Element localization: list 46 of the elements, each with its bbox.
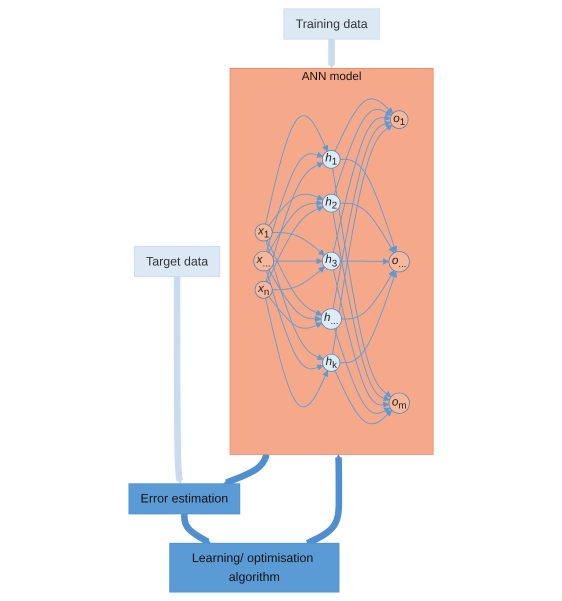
arrow (268, 200, 323, 253)
arrow (332, 168, 392, 398)
node-circle: h$_{1}$ (322, 150, 340, 169)
node-circle: h$_{...}$ (320, 308, 342, 330)
arrow (265, 115, 328, 224)
arrow (266, 270, 324, 371)
arrow (332, 269, 390, 408)
arrow (332, 120, 391, 310)
arrow (340, 202, 394, 254)
node-circle: h$_{k}$ (322, 354, 340, 372)
arrow (334, 98, 394, 152)
arrow (266, 152, 324, 252)
node-circle: o$_{1}$ (390, 110, 408, 129)
arrow (332, 114, 391, 253)
arrow (223, 453, 270, 486)
arrow (268, 194, 324, 226)
node-box: Learning/ optimisation algorithm (169, 542, 340, 592)
arrow (340, 158, 398, 252)
arrow (339, 271, 398, 364)
arrow (341, 270, 394, 320)
node-circle: h$_{2}$ (322, 194, 340, 212)
arrow (265, 298, 328, 408)
arrow (334, 328, 390, 414)
arrow (332, 124, 392, 355)
arrow (273, 258, 323, 264)
node-circle: h$_{3}$ (322, 252, 340, 270)
arrow (272, 266, 325, 290)
arrow (340, 258, 390, 265)
arrow (334, 370, 392, 424)
arrow (268, 269, 322, 322)
arrow (266, 240, 324, 360)
arrow (272, 232, 325, 256)
node-circle: o$_{m}$ (388, 392, 410, 414)
node-box: Training data (284, 8, 380, 40)
node-box: Target data (134, 246, 220, 277)
arrow (266, 206, 324, 282)
arrow (332, 212, 390, 402)
arrow (328, 38, 335, 69)
node-box: Error estimation (128, 483, 240, 514)
arrow (334, 108, 392, 196)
arrow (266, 162, 324, 282)
node-circle: o$_{...}$ (388, 251, 410, 272)
arrow (268, 296, 322, 329)
arrow (266, 240, 322, 316)
arrow (181, 513, 211, 545)
arrow (174, 276, 184, 484)
